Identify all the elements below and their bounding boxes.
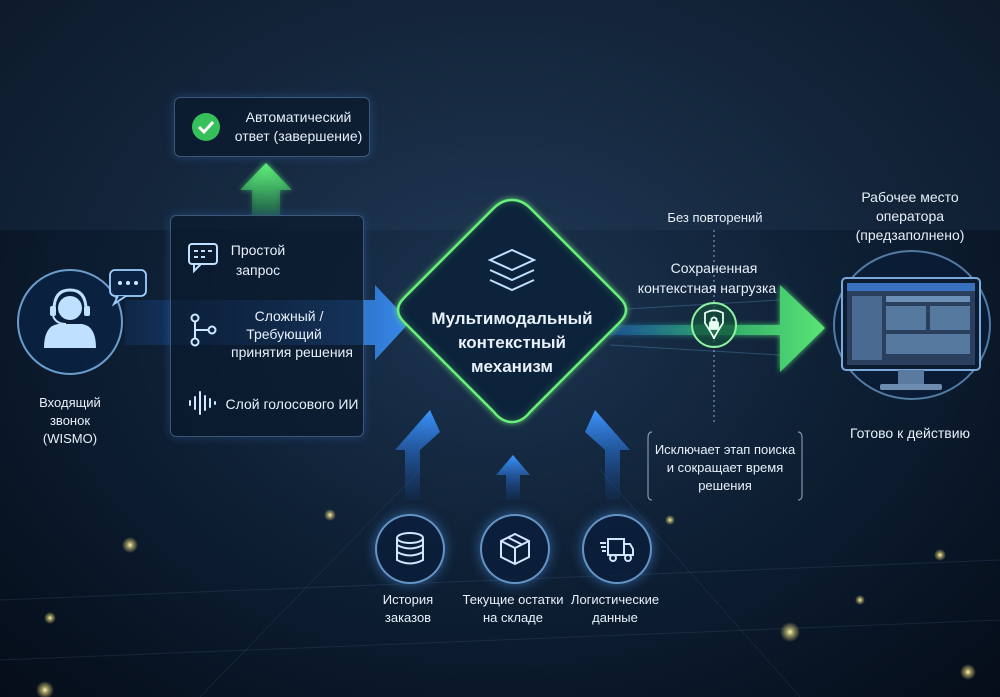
truck-icon [600,538,634,562]
source-arrow-left [395,410,440,500]
payload-line2: контекстная нагрузка [637,280,777,296]
no-repeat-label: Без повторений [667,210,763,225]
voice-wave-icon [189,391,216,415]
auto-reply-line2: ответ (завершение) [234,128,363,144]
complex-request-line1: Сложный / [254,308,324,324]
caller-label-line1: Входящий [39,395,101,410]
monitor-icon [833,250,991,400]
logistics-source [582,514,652,584]
agent-headset-icon [44,288,96,348]
branch-icon [190,313,217,347]
order-history-source [375,514,445,584]
complex-request-line2: Требующий [246,326,322,342]
auto-reply-arrow [240,163,292,215]
engine-diamond [396,198,628,424]
source-logistics-line1: Логистические [570,592,660,607]
workstation-line3: (предзаполнено) [855,227,965,243]
check-icon [192,113,220,141]
caller-label-line3: (WISMO) [42,431,98,446]
engine-line2: контекстный [457,333,567,352]
auto-reply-box: Автоматический ответ (завершение) [174,97,370,157]
note-line2: и сокращает время [666,460,784,475]
message-icon [188,243,218,274]
workstation-line1: Рабочее место [861,189,959,205]
source-order-history-line2: заказов [384,610,432,625]
note-line3: решения [698,478,752,493]
engine-line1: Мультимодальный [431,309,593,328]
database-icon [396,532,424,565]
source-arrow-right [585,410,630,500]
source-stock-line1: Текущие остатки [462,592,564,607]
auto-reply-line1: Автоматический [245,109,352,125]
simple-request-line1: Простой [230,242,286,258]
source-stock-line2: на складе [483,610,543,625]
source-arrow-center [496,455,530,500]
layers-icon [487,248,537,292]
voice-ai-layer: Слой голосового ИИ [225,396,359,412]
caller-label-line2: звонок [49,413,91,428]
workstation-line2: оператора [875,208,945,224]
engine-line3: механизм [470,357,554,376]
source-order-history-line1: История [382,592,434,607]
complex-request-line3: принятия решения [231,344,353,360]
ready-label: Готово к действию [849,425,971,441]
source-logistics-line2: данные [592,610,638,625]
caller-circle [17,269,123,375]
box-icon [500,532,530,566]
note-line1: Исключает этап поиска [654,442,796,457]
warehouse-stock-source [480,514,550,584]
simple-request-line2: запрос [235,262,281,278]
chat-bubble-icon [109,269,147,307]
lock-icon [704,309,724,340]
payload-line1: Сохраненная [670,260,758,276]
